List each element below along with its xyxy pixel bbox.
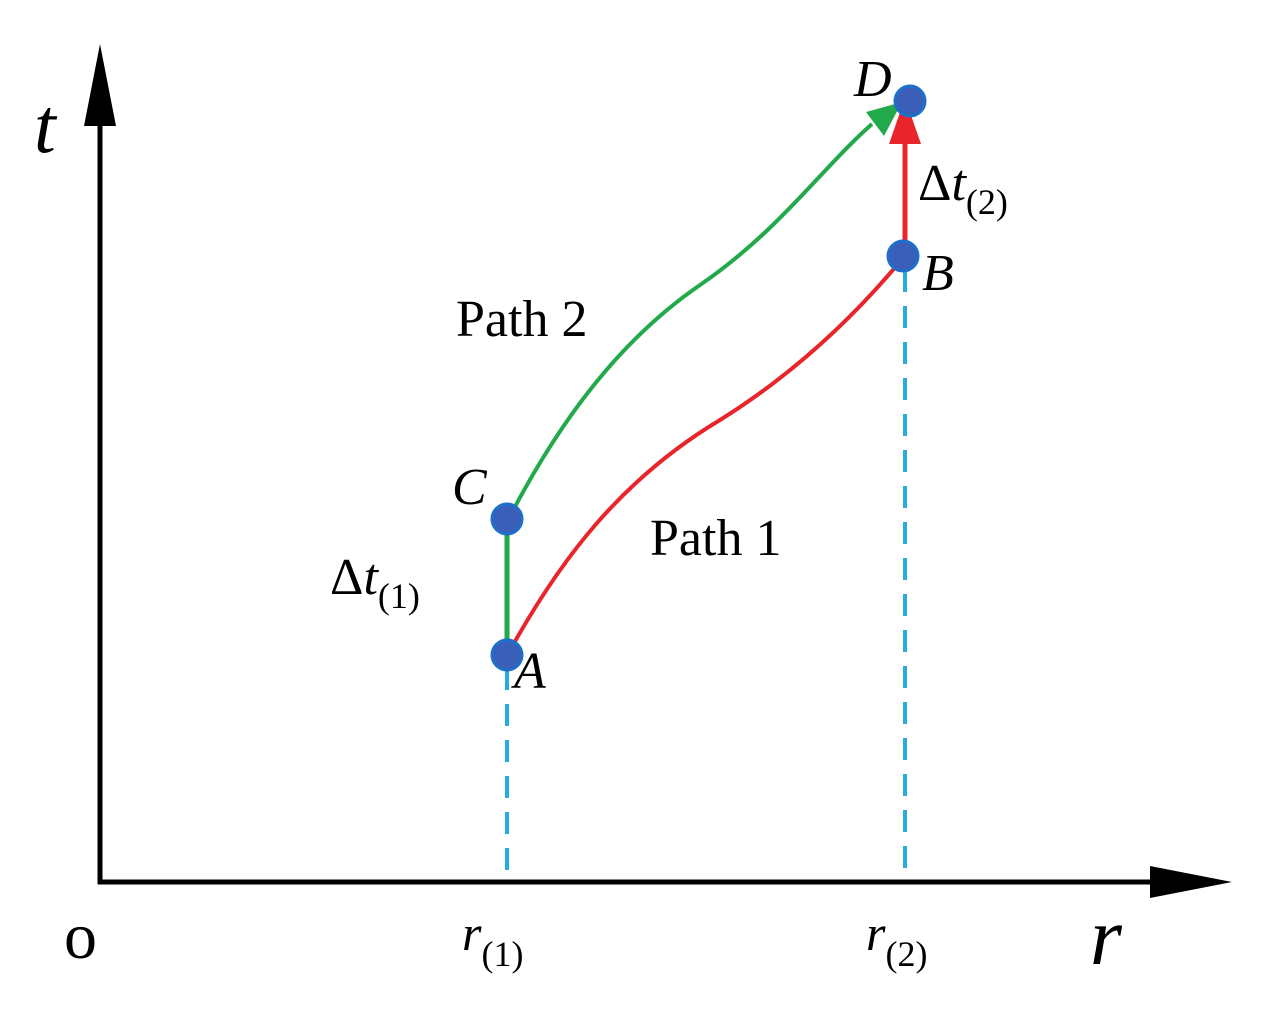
point-B — [886, 239, 920, 273]
point-label-C: C — [452, 459, 488, 516]
point-D — [893, 84, 927, 118]
path1-label: Path 1 — [650, 510, 781, 567]
t-axis-label: t — [34, 82, 58, 169]
path2-label: Path 2 — [456, 291, 587, 348]
r-axis-label: r — [1090, 891, 1123, 982]
path1-curve — [507, 256, 905, 653]
point-label-A: A — [511, 643, 546, 700]
dt1-label: Δt(1) — [330, 549, 420, 616]
dt2-label: Δt(2) — [918, 155, 1008, 222]
point-A — [490, 638, 524, 672]
origin-label: o — [64, 900, 97, 973]
path1-arrowhead — [889, 98, 921, 144]
point-label-D: D — [853, 51, 892, 108]
t-axis-arrowhead — [84, 44, 116, 126]
path2-arrowhead — [866, 102, 902, 136]
x-tick-label-r1: r(1) — [462, 905, 523, 974]
r-axis-arrowhead — [1150, 866, 1232, 898]
path2-curve — [507, 122, 874, 519]
x-tick-label-r2: r(2) — [866, 905, 927, 974]
point-label-B: B — [922, 245, 954, 302]
point-C — [490, 502, 524, 536]
